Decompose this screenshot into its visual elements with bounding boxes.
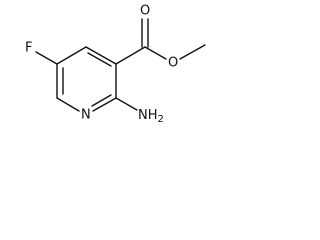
ester-oxygen-label: O — [168, 56, 178, 71]
bond-c5-f — [35, 51, 58, 65]
bond-c2-nh2 — [115, 97, 138, 111]
amino-subscript: 2 — [158, 114, 164, 125]
bond-n1-c6 — [56, 97, 80, 112]
structure-diagram: F N NH2 O O — [25, 4, 206, 126]
bond-c2-n1-inner — [91, 94, 112, 107]
bond-c4-c3 — [85, 46, 117, 65]
bond-c2-n1 — [92, 97, 117, 112]
substituent-bonds — [35, 18, 206, 111]
ring-nitrogen-label: N — [81, 108, 91, 123]
amino-group-label: NH2 — [138, 108, 164, 126]
pyridine-ring — [56, 46, 117, 112]
bond-carbonyl-ester-o — [144, 46, 167, 60]
fluorine-label: F — [25, 41, 32, 56]
bond-c5-c4 — [56, 46, 87, 65]
bond-ester-o-methyl — [179, 44, 206, 60]
bond-c4-c3-inner — [87, 52, 112, 67]
amino-label: NH — [138, 108, 158, 123]
carbonyl-oxygen-label: O — [140, 4, 150, 19]
bond-c3-carbonyl — [115, 46, 146, 65]
